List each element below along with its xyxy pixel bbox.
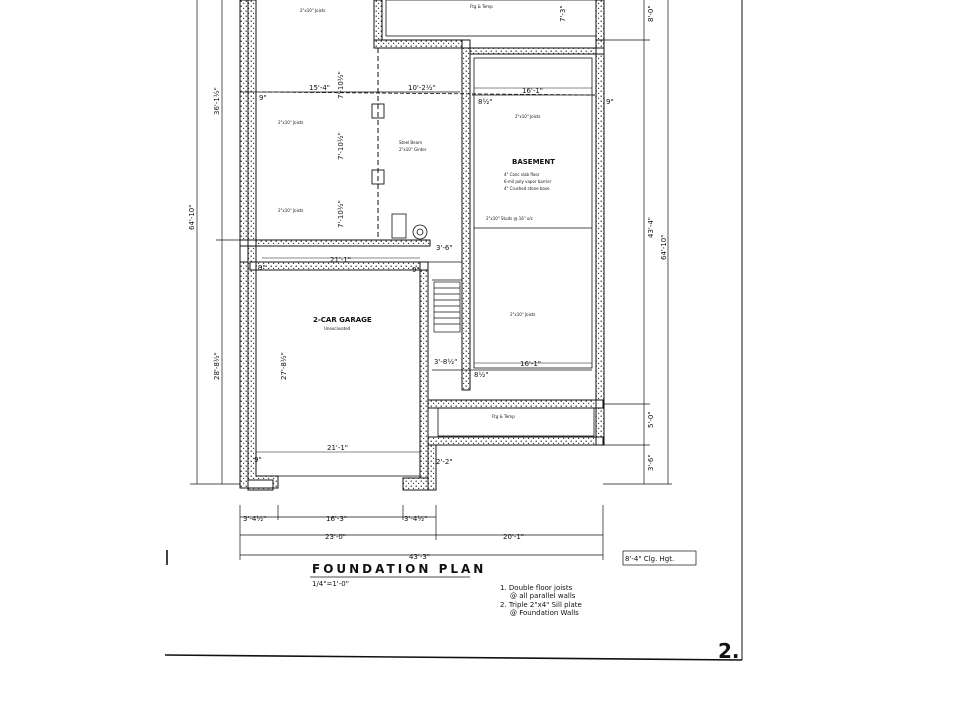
water-heater: [391, 213, 407, 239]
dim-right-depth-top: 8'-0": [647, 5, 655, 22]
drawing-scale: 1/4"=1'-0": [312, 580, 349, 588]
dim-upper-left-width: 15'-4": [309, 84, 330, 92]
joist-note-label: 2"x10" Studs @ 16" o/c: [486, 216, 533, 221]
dim-wall-8b: 8½": [474, 371, 488, 379]
dim-col-gap-a: 7'-10½": [337, 71, 345, 99]
garage-sublabel: Unexcavated: [324, 326, 351, 331]
basement-note-2: 6-mil poly vapor barrier: [504, 179, 552, 184]
dim-right-depth-step: 3'-6": [647, 454, 655, 471]
stair: [433, 281, 461, 333]
dim-overall-width: 43'-3": [409, 553, 430, 561]
mechanical-equipment: [391, 213, 428, 240]
dim-wall-9d: 9": [412, 266, 420, 274]
dim-basement-width-bottom: 16'-1": [520, 360, 541, 368]
basement-label: BASEMENT: [512, 158, 555, 166]
dim-wall-9a: 9": [259, 94, 267, 102]
foundation-walls: [239, 0, 605, 491]
joist-top-label: 2"x10" Joists: [300, 8, 325, 13]
interior-lines: [240, 0, 597, 477]
dim-right-depth-porch: 5'-0": [647, 411, 655, 428]
dim-stair-a: 3'-6": [436, 244, 453, 252]
girder-note-label: 2"x10" Girder: [399, 147, 427, 152]
column-pier: [371, 169, 385, 185]
note-1: 1. Double floor joists: [500, 584, 573, 592]
dim-left-depth-total: 64'-10": [188, 205, 196, 230]
joist-basement-bottom-label: 2"x10" Joists: [510, 312, 535, 317]
basement-note-3: 4" Crushed stone base: [504, 186, 550, 191]
column-pier: [371, 103, 385, 119]
sump-pump: [412, 224, 428, 240]
note-2: 2. Triple 2"x4" Sill plate: [500, 601, 582, 609]
dim-col-gap-b: 7'-10½": [337, 132, 345, 160]
note-1b: @ all parallel walls: [510, 592, 576, 600]
dim-left-run: 23'-0": [325, 533, 346, 541]
dim-right-depth-main: 43'-4": [647, 217, 655, 238]
dim-left-depth-upper: 36'-1½": [213, 87, 221, 115]
dim-basement-width-top: 16'-1": [522, 87, 543, 95]
steel-beam-label: Steel Beam: [399, 140, 422, 145]
dim-right-run: 20'-1": [503, 533, 524, 541]
dim-wall-9e: 9": [254, 456, 262, 464]
dim-garage-width-bottom: 21'-1": [327, 444, 348, 452]
dim-garage-right-return: 3'-4½": [404, 515, 427, 523]
dim-wall-8a: 8½": [478, 98, 492, 106]
dimension-lines: [190, 0, 697, 566]
drawing-title: FOUNDATION PLAN: [312, 562, 486, 576]
joist-mid-label: 2"x10" Joists: [278, 120, 303, 125]
steel-beam: [371, 48, 385, 240]
dim-garage-left-return: 3'-4½": [243, 515, 266, 523]
basement-note-1: 4" Conc slab floor: [504, 172, 540, 177]
sheet-border: [164, 0, 743, 661]
dim-garage-depth: 27'-8½": [280, 352, 288, 380]
ftg-temp-top-label: Ftg & Temp: [470, 4, 493, 9]
dim-upper-mid-width: 10'-2½": [408, 84, 436, 92]
joist-basement-top-label: 2"x10" Joists: [515, 114, 540, 119]
dim-wall-9b: 9": [606, 98, 614, 106]
dim-top-right-small: 7'-3": [559, 5, 567, 22]
joist-lower-left-label: 2"x10" Joists: [278, 208, 303, 213]
dim-garage-width-top: 21'-1": [330, 256, 351, 264]
dim-left-depth-lower: 28'-8½": [213, 352, 221, 380]
dim-stair-b: 3'-8½": [434, 358, 457, 366]
dim-wall-2: 2'-2": [436, 458, 453, 466]
dim-col-gap-c: 7'-10½": [337, 200, 345, 228]
dim-right-depth-total: 64'-10": [660, 235, 668, 260]
garage-label: 2-CAR GARAGE: [313, 316, 372, 324]
dim-wall-9c: 9": [258, 264, 266, 272]
ceiling-height-note: 8'-4" Clg. Hgt.: [625, 555, 674, 563]
note-2b: @ Foundation Walls: [510, 609, 579, 617]
dim-garage-door: 16'-3": [326, 515, 347, 523]
page-number: 2.: [718, 639, 740, 663]
ftg-temp-bottom-label: Ftg & Temp: [492, 414, 515, 419]
